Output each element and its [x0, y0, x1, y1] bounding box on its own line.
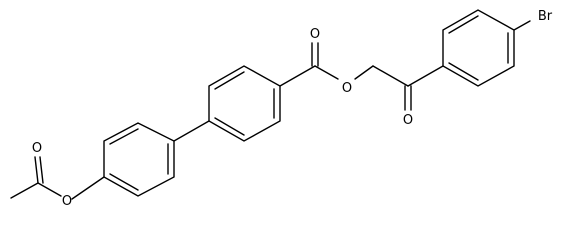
methylene-ketone-bond [372, 65, 409, 87]
chemical-structure-diagram: O O O O O Br [10, 9, 553, 209]
ring-bromophenyl [442, 9, 531, 87]
ring-b-inner-bond-1 [214, 71, 245, 90]
ring-a-outline [103, 122, 175, 197]
ring-b-outline [208, 65, 281, 142]
ring-c-inner-bond-3 [448, 62, 479, 81]
benzoate-ester-linker [279, 42, 444, 111]
acetyl-carbonyl-double-bond-b [39, 156, 44, 184]
aryl-carbonyl-bond [279, 65, 316, 87]
methyl-bond [10, 182, 39, 199]
structure-canvas: O O O O O Br [10, 9, 553, 209]
aryl-bromine-bond [513, 20, 531, 31]
ring-c-inner-bond-1 [448, 15, 479, 34]
aryl-oxygen-bond [71, 176, 105, 200]
atom-label-benzoate-carbonyl-oxygen: O [310, 27, 320, 42]
atom-label-bromine: Br [538, 9, 553, 24]
ring-b-inner-bond-3 [214, 117, 245, 136]
biaryl-bond [173, 120, 210, 142]
acetyl-carbonyl-double-bond-a [34, 156, 39, 184]
ring-c-outline [442, 9, 515, 87]
atom-label-acetyl-carbonyl-oxygen: O [32, 141, 42, 156]
atom-label-benzoate-ester-oxygen: O [342, 81, 352, 96]
ring-a-inner-bond-1 [109, 128, 139, 145]
ring-acetoxyphenyl [103, 122, 175, 197]
atom-label-acetyl-ester-oxygen: O [62, 194, 72, 209]
atom-label-ketone-oxygen: O [403, 113, 413, 128]
ring-a-inner-bond-3 [109, 173, 139, 191]
benzoate-ester-bond-2 [354, 65, 374, 80]
ring-benzoate [208, 65, 281, 142]
acetyl-group [10, 156, 105, 200]
ketone-aryl-bond [407, 65, 444, 87]
acetyl-ester-bond [37, 182, 62, 197]
benzoate-ester-bond-1 [314, 65, 339, 80]
